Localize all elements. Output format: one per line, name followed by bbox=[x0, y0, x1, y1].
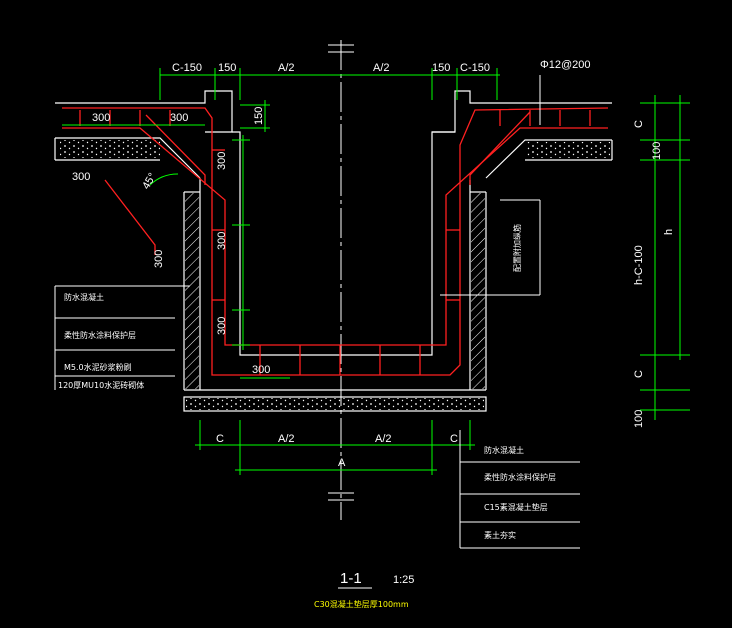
dim-300-wall-3: 300 bbox=[216, 317, 228, 335]
section-title: 1-1 bbox=[340, 570, 362, 587]
bottom-dimension-labels: C A/2 A/2 C A bbox=[216, 433, 458, 469]
dim-h: h bbox=[663, 229, 675, 235]
legend-right-item: 柔性防水涂料保护层 bbox=[484, 472, 556, 482]
dim-a: A bbox=[338, 457, 346, 469]
legend-right: 防水混凝土 柔性防水涂料保护层 C15素混凝土垫层 素土夯实 bbox=[484, 445, 556, 540]
haunch-300-side: 300 bbox=[153, 250, 165, 268]
dim-300-wall-2: 300 bbox=[216, 232, 228, 250]
title-note: C30混凝土垫层厚100mm bbox=[314, 599, 409, 609]
rebar-label: Φ12@200 bbox=[540, 59, 591, 71]
dim-300-bottom: 300 bbox=[252, 364, 270, 376]
dim-150-right: 150 bbox=[432, 62, 450, 74]
slab-labels: 300 300 150 300 300 300 300 300 300 45° … bbox=[72, 107, 522, 376]
haunch-angle: 45° bbox=[140, 171, 159, 191]
dim-150-slab: 150 bbox=[253, 107, 265, 125]
left-brick-hatch bbox=[185, 193, 199, 389]
legend-left-item: 柔性防水涂料保护层 bbox=[64, 330, 136, 340]
dim-a2-top-right: A/2 bbox=[373, 62, 390, 74]
top-dimension-labels: C-150 150 A/2 A/2 150 C-150 Φ12@200 bbox=[172, 59, 591, 74]
dim-100-top: 100 bbox=[651, 142, 663, 160]
dim-c-bottom: C bbox=[633, 370, 645, 378]
right-dimension-labels: C 100 h-C-100 h C 100 bbox=[633, 120, 675, 428]
dim-150-left: 150 bbox=[218, 62, 236, 74]
ground-fill-right bbox=[525, 142, 610, 158]
base-fill bbox=[186, 398, 484, 410]
legend-right-item: 防水混凝土 bbox=[484, 445, 524, 455]
dim-300-wall-1: 300 bbox=[216, 152, 228, 170]
rebar-cage bbox=[62, 107, 609, 376]
structure-outline bbox=[54, 90, 613, 412]
ground-fill-left bbox=[60, 140, 160, 158]
legend-right-item: 素土夯实 bbox=[484, 530, 516, 540]
dim-c150-right: C-150 bbox=[460, 62, 490, 74]
dim-a2-top-left: A/2 bbox=[278, 62, 295, 74]
legend-left: 防水混凝土 柔性防水涂料保护层 M5.0水泥砂浆粉刷 120厚MU10水泥砖砌体 bbox=[58, 292, 144, 390]
legend-left-item: 防水混凝土 bbox=[64, 292, 104, 302]
right-brick-hatch bbox=[471, 193, 485, 389]
dim-c-left: C bbox=[216, 433, 224, 445]
legend-right-item: C15素混凝土垫层 bbox=[484, 502, 548, 512]
dim-h-c-100: h-C-100 bbox=[633, 245, 645, 285]
dim-a2-bottom-right: A/2 bbox=[375, 433, 392, 445]
dim-c-top: C bbox=[633, 120, 645, 128]
dimension-lines bbox=[62, 68, 690, 475]
dim-300-b: 300 bbox=[170, 112, 188, 124]
dim-300-a: 300 bbox=[92, 112, 110, 124]
legend-left-item: 120厚MU10水泥砖砌体 bbox=[58, 380, 144, 390]
haunch-300-top: 300 bbox=[72, 171, 90, 183]
dim-100-bottom: 100 bbox=[633, 410, 645, 428]
section-scale: 1:25 bbox=[393, 574, 414, 586]
wall-note: 配置附加纵筋 bbox=[512, 224, 522, 272]
dim-c-right: C bbox=[450, 433, 458, 445]
dim-c150-left: C-150 bbox=[172, 62, 202, 74]
legend-left-item: M5.0水泥砂浆粉刷 bbox=[64, 362, 132, 372]
leader-lines bbox=[54, 75, 580, 549]
dim-a2-bottom-left: A/2 bbox=[278, 433, 295, 445]
center-line bbox=[328, 40, 354, 520]
